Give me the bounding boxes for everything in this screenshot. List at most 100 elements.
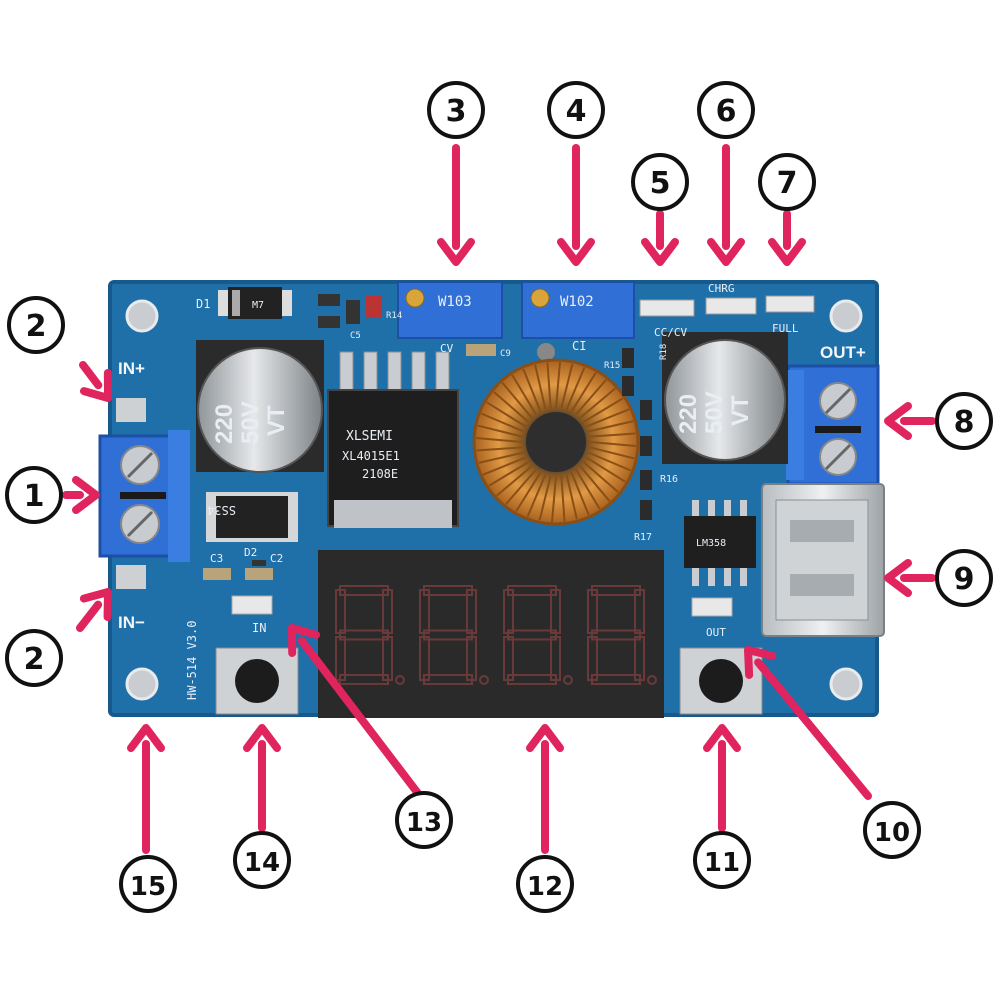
label-in-minus: IN− [118,613,145,632]
display-segment [382,589,393,634]
coil-winding [546,362,552,409]
callout-circle-14 [395,791,453,849]
brass-screw-icon [405,288,425,308]
callout-arrow-head [768,238,806,266]
callout-circle-4 [427,81,485,139]
coil-winding [589,446,635,460]
display-segment [634,636,645,681]
coil-winding [526,473,547,518]
callout-number-14: 13 [406,808,442,838]
callout-circle-7 [697,81,755,139]
mounting-hole-top-left [125,299,159,333]
callout-arrow-head [127,724,165,752]
cap-out-value: 220 [675,394,702,434]
label-ci: CI [572,339,586,353]
input-capacitor [196,340,324,473]
opamp-chip [684,500,756,586]
display-segment [466,636,477,681]
coil-winding [575,468,601,510]
display-segment [550,636,561,681]
status-leds [639,295,815,317]
label-cc-cv: CC/CV [654,326,687,339]
potentiometer-current [521,281,635,339]
display-segment [503,636,514,681]
callout-arrow-head [526,724,564,752]
label-r18: R18 [659,344,669,360]
callout-arrow-head [243,724,281,752]
coil-winding [570,471,590,516]
label-c2: C2 [270,552,283,565]
callout-arrow-head [884,402,912,440]
label-m7: M7 [252,300,264,311]
regulator-chip [327,351,459,528]
tactile-button-left[interactable] [215,647,299,715]
callout-arrow-head [72,476,100,514]
label-c9: C9 [500,349,511,359]
callout-number-13: 12 [527,872,563,902]
label-c5: C5 [350,331,361,341]
callout-number-10: 9 [954,562,975,597]
label-pot-current: W102 [560,294,594,310]
callout-arrow-head [744,646,777,679]
coil-winding [505,468,537,505]
coil-winding [511,374,537,416]
coil-winding [582,397,624,423]
label-cv: CV [440,342,454,355]
display-segment [382,636,393,681]
coil-winding [579,387,616,419]
callout-arrow-shaft [754,658,872,800]
callout-circle-15 [233,831,291,889]
coil-winding [538,475,552,521]
coil-winding [585,408,630,428]
coil-winding [585,456,626,483]
coil-winding [565,366,586,411]
input-screw-terminal [98,430,190,562]
display-segment [423,629,473,641]
coil-winding [589,432,636,438]
callout-circle-1 [5,466,63,524]
in-led [231,595,273,615]
label-d1: D1 [196,297,210,311]
cap-out-type: VT [727,395,754,426]
coil-winding [477,424,523,438]
display-segment [503,589,514,634]
toroid-inductor [472,358,640,526]
display-decimal-point [563,675,573,685]
coil-winding [501,382,533,419]
coil-winding [493,391,530,423]
display-segment [591,629,641,641]
callout-number-12: 11 [704,848,740,878]
callout-circle-6 [631,153,689,211]
callout-arrow-head [703,724,741,752]
callout-arrow-head [557,238,595,266]
display-segment [419,589,430,634]
coil-winding [476,437,523,443]
label-r15: R15 [604,361,620,371]
callout-number-11: 10 [874,818,910,848]
callout-circle-5 [547,81,605,139]
cap-in-voltage: 50V [237,401,264,444]
display-segment [335,636,346,681]
callout-circle-10 [935,549,993,607]
smd-parts-top [318,294,382,328]
callout-circle-16 [119,855,177,913]
label-model: HW-514 V3.0 [185,621,199,700]
out-led [691,597,733,617]
coil-winding [486,401,527,428]
coil-winding [582,461,619,493]
label-c3: C3 [210,552,223,565]
smd-c3-d2-c2 [203,560,273,580]
coil-winding [488,461,530,487]
callout-number-6: 5 [650,166,671,201]
label-r17: R17 [634,532,652,543]
led-full [765,295,815,313]
coil-winding [565,474,578,520]
coil-winding [476,446,523,452]
coil-winding [575,379,607,416]
in-minus-pad [116,565,146,589]
output-screw-terminal [786,364,880,486]
mounting-holes [125,299,863,701]
callout-arrow-head [884,559,912,597]
